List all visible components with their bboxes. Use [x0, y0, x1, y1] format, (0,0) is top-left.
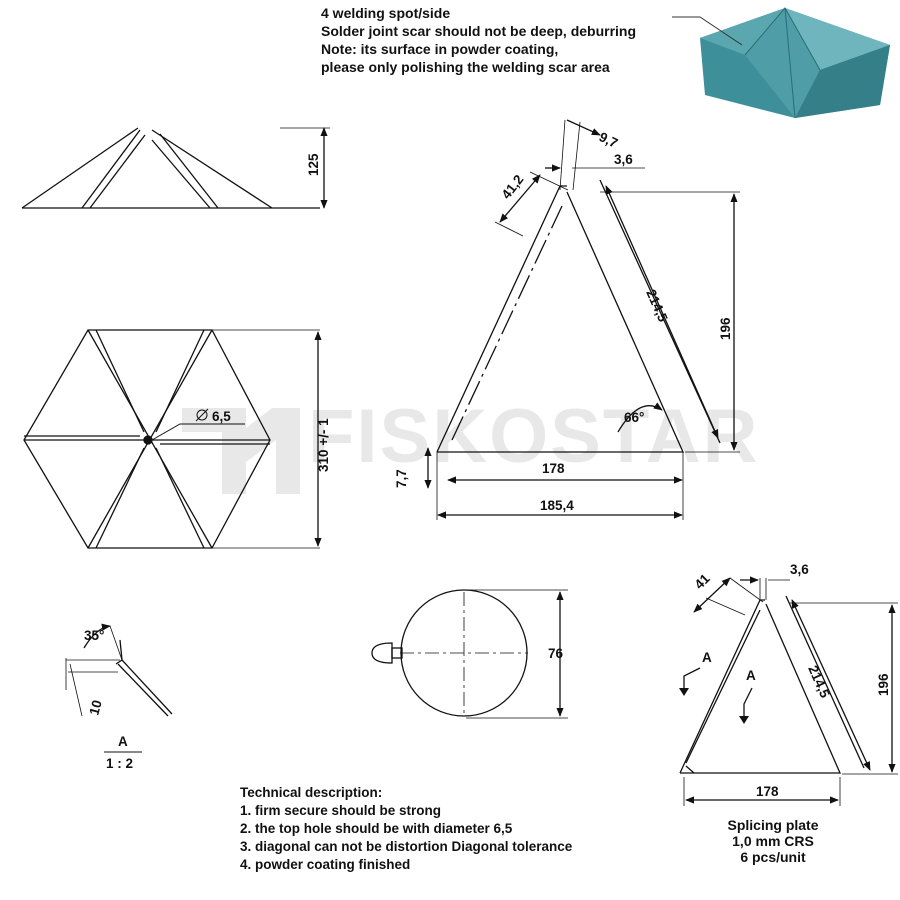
dim-detail-flange: 10 [86, 698, 104, 716]
pyramid-render [672, 7, 890, 119]
triangle-main [424, 119, 740, 520]
splicing-plate-note: Splicing plate 1,0 mm CRS 6 pcs/unit [700, 817, 846, 865]
splice-triangle [679, 576, 898, 806]
tech-title: Technical description: [240, 785, 383, 800]
dim-tri-97: 9,7 [597, 129, 620, 151]
section-label: A [118, 734, 128, 749]
dim-tri-41: 41,2 [499, 172, 527, 202]
tech-item: 3. diagonal can not be distortion Diagon… [240, 839, 573, 854]
tech-item: 2. the top hole should be with diameter … [240, 821, 513, 836]
splice-note-line: Splicing plate [727, 817, 819, 833]
dim-tri-side: 214,5 [643, 287, 671, 324]
hexagon-top-view [23, 329, 322, 549]
dim-detail-angle: 35° [84, 628, 104, 643]
detail-a [65, 623, 173, 753]
tech-item: 1. firm secure should be strong [240, 803, 442, 818]
dim-side-height: 125 [306, 153, 321, 176]
dim-tri-height: 196 [718, 317, 733, 340]
dim-splice-height: 196 [876, 673, 891, 696]
dim-splice-36: 3,6 [790, 562, 809, 577]
splice-note-line: 1,0 mm CRS [732, 833, 814, 849]
dim-hole-dia: 6,5 [212, 409, 231, 424]
welding-note: 4 welding spot/side Solder joint scar sh… [321, 4, 636, 76]
dim-tri-base: 178 [542, 461, 565, 476]
side-view [21, 127, 330, 209]
dim-tri-overall: 185,4 [540, 498, 574, 513]
dim-tri-offset: 7,7 [394, 469, 409, 488]
welding-note-line: Solder joint scar should not be deep, de… [321, 23, 637, 39]
section-arrows [679, 688, 749, 724]
dim-splice-41: 41 [692, 571, 714, 593]
dim-splice-base: 178 [756, 784, 779, 799]
section-scale: 1 : 2 [106, 756, 133, 771]
dim-splice-side: 214,5 [805, 663, 833, 700]
arrow-label-2: A [746, 668, 756, 683]
dim-circle-dia: 76 [548, 646, 564, 661]
dim-hex-width: 310 +/- 1 [316, 418, 331, 472]
circle-plate [371, 589, 568, 719]
arrow-label-1: A [702, 650, 712, 665]
dim-tri-angle: 66° [624, 410, 644, 425]
splice-note-line: 6 pcs/unit [740, 849, 806, 865]
technical-description: Technical description: 1. firm secure sh… [240, 784, 585, 874]
welding-note-line: 4 welding spot/side [321, 5, 451, 21]
welding-note-line: please only polishing the welding scar a… [321, 59, 610, 75]
watermark-text: FISKOSTAR [308, 394, 759, 479]
welding-note-line: Note: its surface in powder coating, [321, 41, 559, 57]
tech-item: 4. powder coating finished [240, 857, 411, 872]
dim-tri-36: 3,6 [614, 152, 633, 167]
